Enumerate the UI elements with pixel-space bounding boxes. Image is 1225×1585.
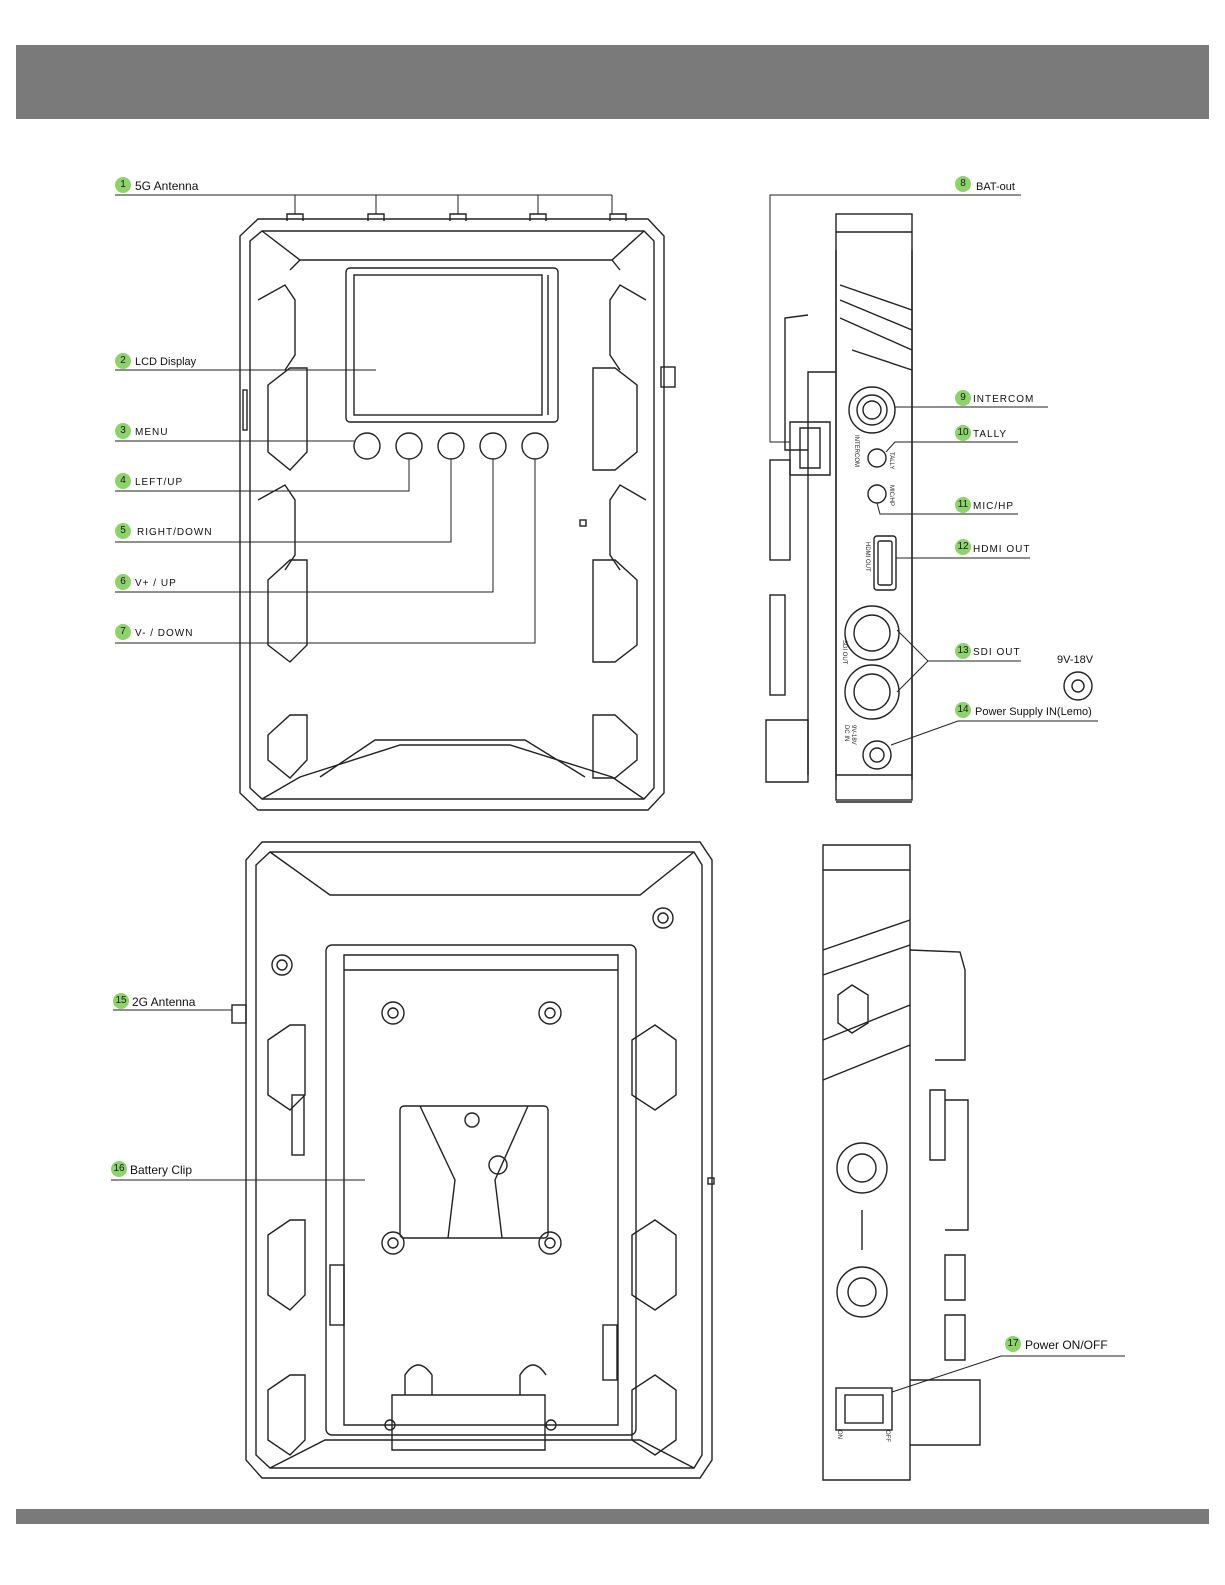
callout-badge-3: 3 (115, 423, 131, 439)
marking-intercom: INTERCOM (853, 435, 859, 467)
callout-badge-5: 5 (115, 523, 131, 539)
marking-hdmi: HDMI OUT (864, 542, 870, 572)
callout-label-5g-antenna: 5G Antenna (135, 179, 198, 193)
callout-badge-11: 11 (955, 497, 971, 513)
callout-badge-4: 4 (115, 473, 131, 489)
front-view (240, 214, 675, 810)
callout-badge-16: 16 (111, 1161, 127, 1177)
callout-label-v-minus-down: V- / DOWN (135, 627, 193, 641)
callout-badge-1: 1 (115, 177, 131, 193)
callout-label-power-on-off: Power ON/OFF (1025, 1338, 1108, 1352)
callout-badge-17: 17 (1005, 1336, 1021, 1352)
callout-badge-15: 15 (113, 993, 129, 1009)
callout-label-lcd-display: LCD Display (135, 355, 196, 369)
callout-badge-8: 8 (955, 176, 971, 192)
marking-tally: TALLY (888, 452, 894, 469)
callout-badge-13: 13 (955, 643, 971, 659)
callout-label-v-plus-up: V+ / UP (135, 577, 177, 591)
marking-mic-hp: MIC/HP (888, 485, 894, 506)
callout-badge-10: 10 (955, 425, 971, 441)
callout-label-bat-out: BAT-out (976, 180, 1015, 194)
callout-label-sdi-out: SDI OUT (973, 646, 1021, 660)
marking-dc-in: DC IN (843, 725, 849, 741)
marking-switch-on: ON (836, 1430, 842, 1439)
back-view (232, 842, 714, 1478)
marking-dc-range: 9V-18V (850, 725, 856, 745)
callout-badge-6: 6 (115, 574, 131, 590)
callout-label-left-up: LEFT/UP (135, 476, 183, 490)
voltage-label: 9V-18V (1057, 653, 1093, 667)
callout-label-battery-clip: Battery Clip (130, 1163, 192, 1177)
marking-sdi: SDI OUT (841, 640, 847, 665)
marking-switch-off: OFF (884, 1430, 890, 1442)
callout-label-mic-hp: MIC/HP (973, 500, 1014, 514)
callout-label-2g-antenna: 2G Antenna (132, 995, 195, 1009)
callout-label-intercom: INTERCOM (973, 393, 1034, 407)
callout-label-right-down: RIGHT/DOWN (137, 526, 213, 540)
callout-badge-14: 14 (955, 702, 971, 718)
side-view-switch (823, 845, 980, 1480)
callout-label-hdmi-out: HDMI OUT (973, 543, 1030, 557)
callout-label-power-supply-in: Power Supply IN(Lemo) (975, 705, 1092, 719)
callout-badge-7: 7 (115, 624, 131, 640)
callout-label-tally: TALLY (973, 428, 1007, 442)
callout-label-menu: MENU (135, 426, 168, 440)
callout-badge-12: 12 (955, 539, 971, 555)
callout-badge-2: 2 (115, 353, 131, 369)
callout-badge-9: 9 (955, 390, 971, 406)
